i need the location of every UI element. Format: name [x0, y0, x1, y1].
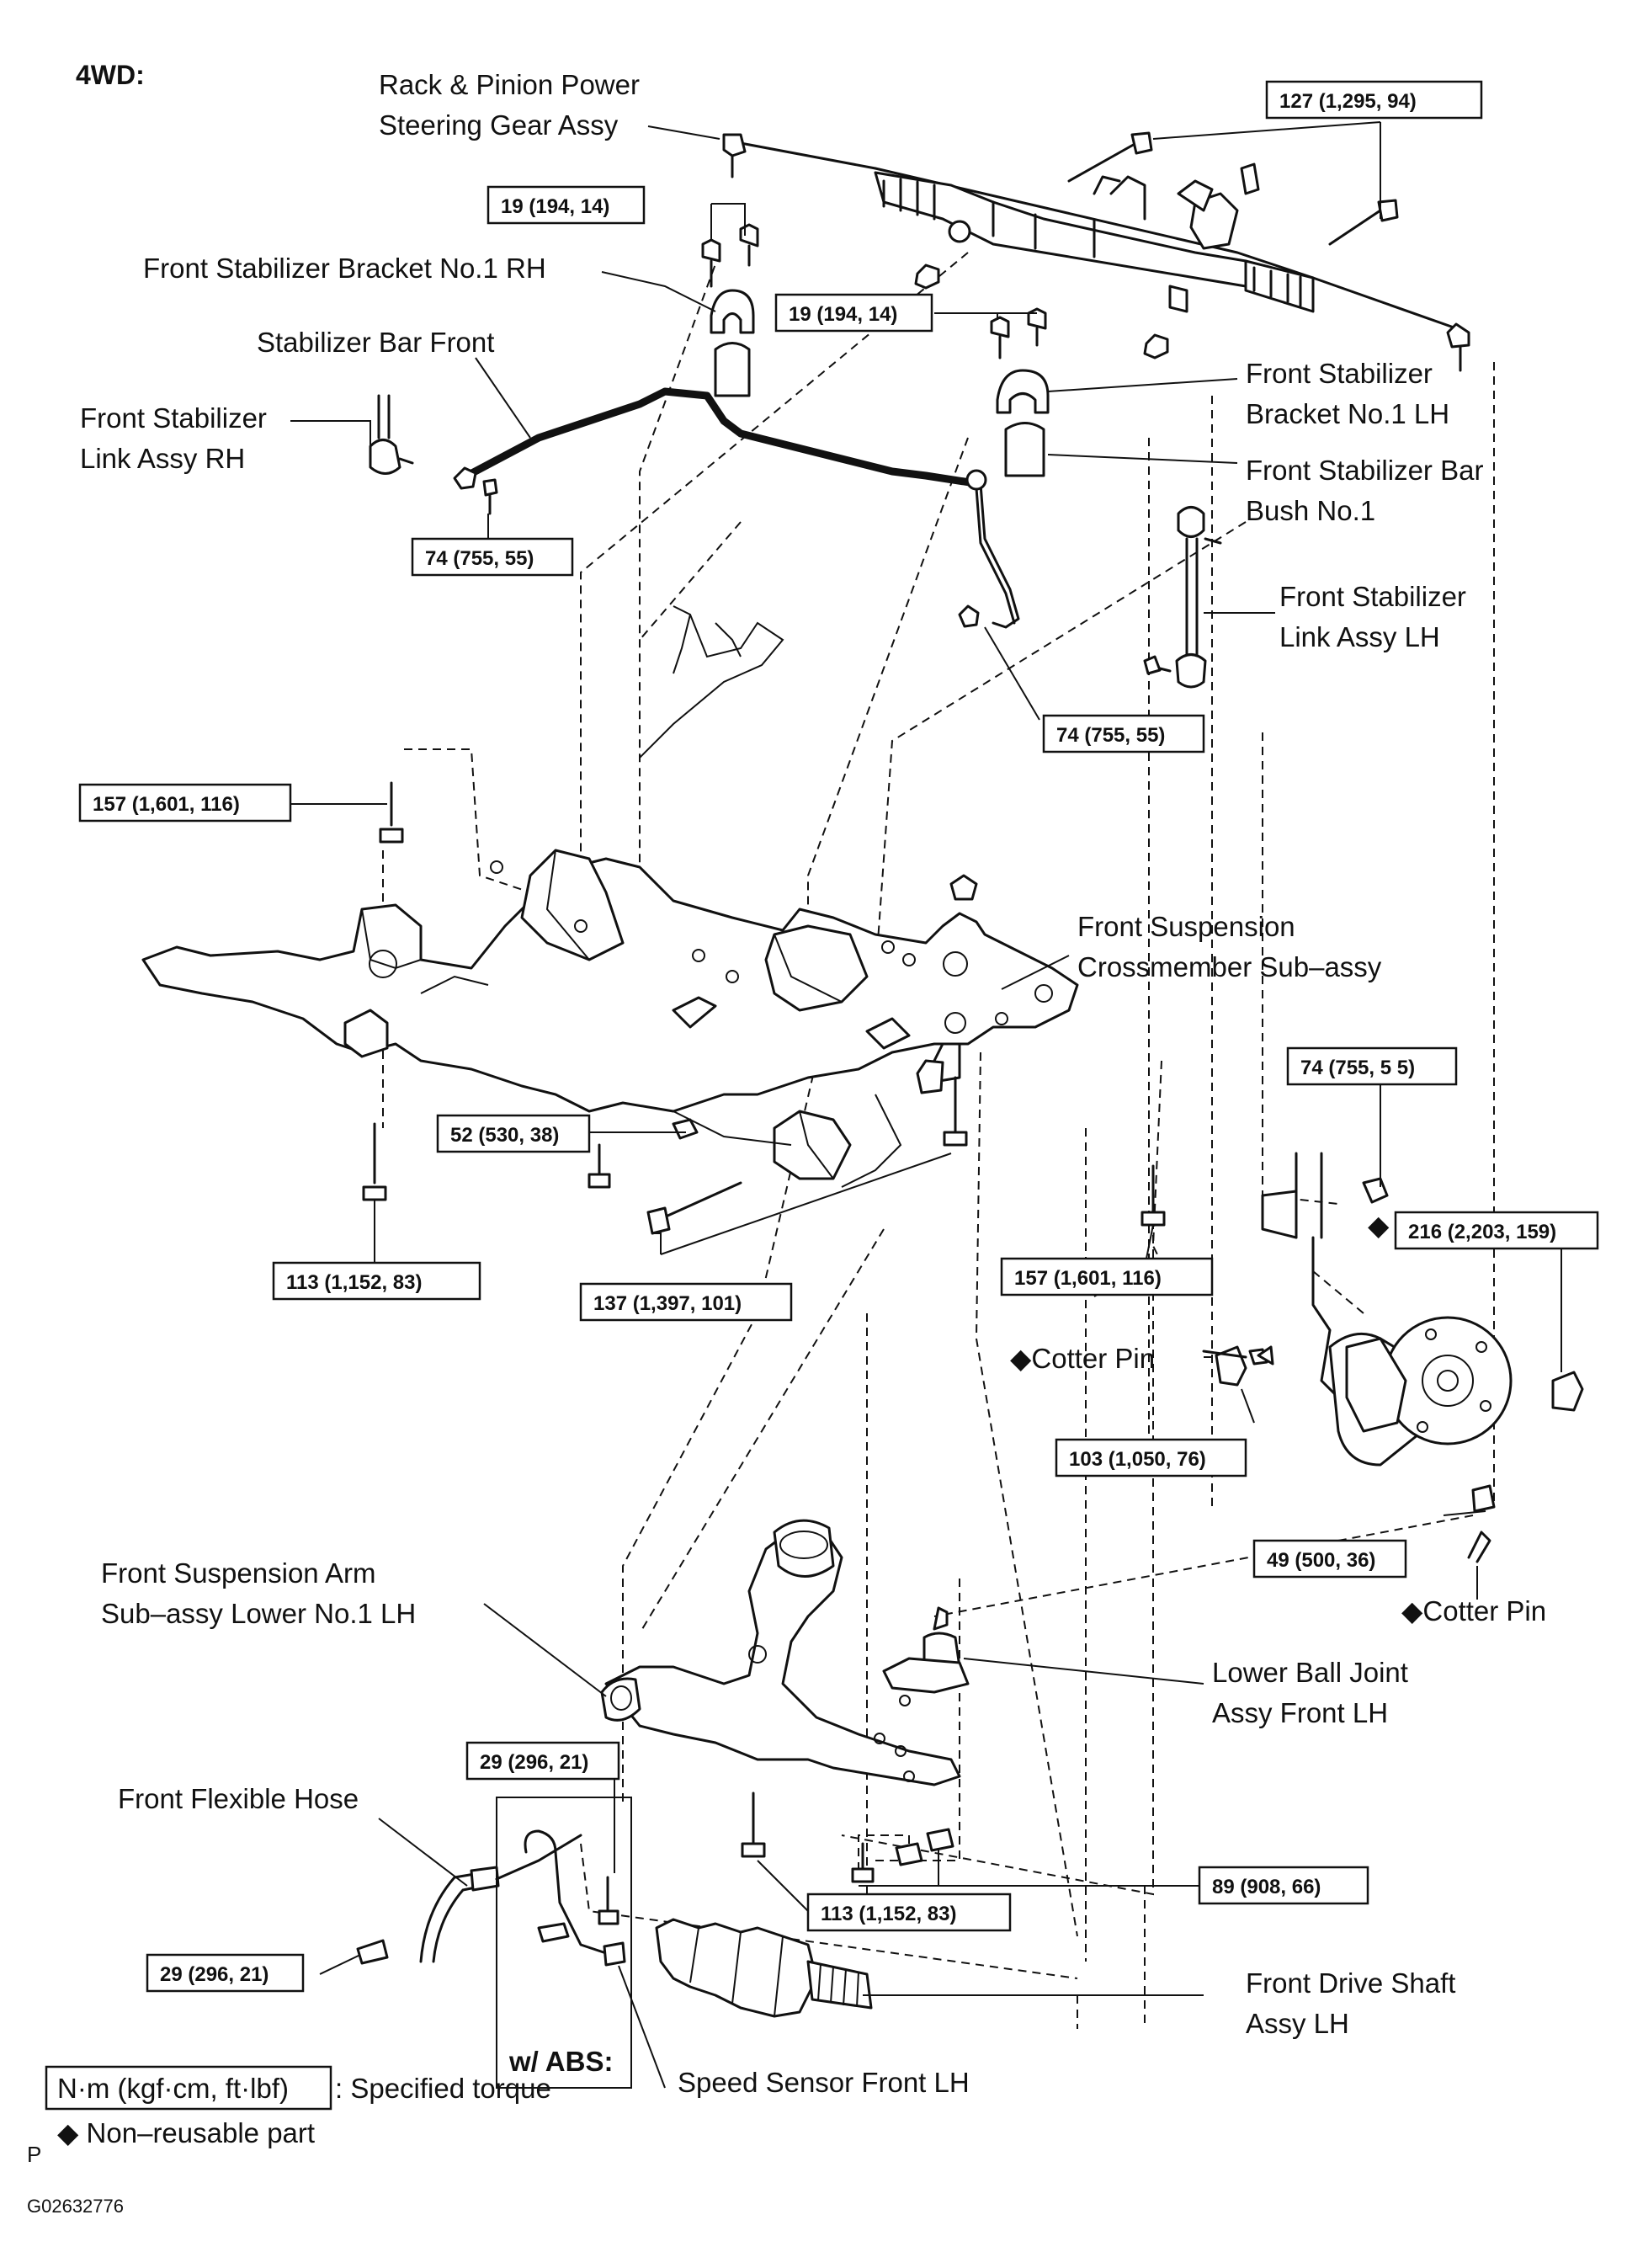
torque-spec-19b: 19 (194, 14)	[774, 293, 933, 333]
legend: N·m (kgf·cm, ft·lbf) : Specified torque …	[45, 2065, 551, 2148]
label-bracket-lh-line1: Front Stabilizer	[1246, 358, 1433, 389]
svg-text:29 (296, 21): 29 (296, 21)	[480, 1751, 588, 1774]
label-speed-sensor: Speed Sensor Front LH	[678, 2067, 970, 2098]
footer-code: G02632776	[27, 2196, 124, 2217]
svg-text:216 (2,203, 159): 216 (2,203, 159)	[1408, 1221, 1556, 1243]
torque-spec-29a: 29 (296, 21)	[465, 1741, 620, 1781]
svg-text:49 (500, 36): 49 (500, 36)	[1267, 1549, 1375, 1572]
torque-spec-127: 127 (1,295, 94)	[1265, 80, 1483, 120]
stabilizer-link-rh	[369, 394, 498, 515]
svg-text:52 (530, 38): 52 (530, 38)	[450, 1124, 559, 1147]
torque-spec-29b: 29 (296, 21)	[146, 1953, 305, 1993]
rack-and-pinion-gear	[722, 133, 1470, 372]
footer-p: P	[27, 2142, 41, 2167]
svg-text:113 (1,152, 83): 113 (1,152, 83)	[821, 1903, 956, 1925]
section-title: 4WD:	[76, 60, 145, 90]
leader-lines	[290, 121, 1562, 2089]
crossmember	[141, 849, 1079, 1188]
label-link-rh-line2: Link Assy RH	[80, 443, 245, 474]
ball-joint	[882, 1606, 970, 1706]
torque-spec-113a: 113 (1,152, 83)	[272, 1261, 481, 1301]
torque-spec-49: 49 (500, 36)	[1252, 1539, 1407, 1579]
label-abs: w/ ABS:	[508, 2046, 613, 2077]
svg-text:157 (1,601, 116): 157 (1,601, 116)	[1014, 1267, 1162, 1290]
svg-text:74 (755, 55): 74 (755, 55)	[1056, 724, 1165, 747]
lower-arm-bolts	[741, 1792, 954, 1883]
torque-spec-74b: 74 (755, 55)	[1042, 714, 1205, 753]
drive-shaft	[655, 1918, 873, 2018]
svg-text:29 (296, 21): 29 (296, 21)	[160, 1963, 269, 1986]
label-drive-shaft-line2: Assy LH	[1246, 2008, 1349, 2039]
svg-text:137 (1,397, 101): 137 (1,397, 101)	[593, 1292, 742, 1315]
label-lower-arm-line1: Front Suspension Arm	[101, 1557, 376, 1589]
svg-text:74 (755, 55): 74 (755, 55)	[425, 547, 534, 570]
torque-spec-52: 52 (530, 38)	[436, 1114, 591, 1153]
body-mount-bracket	[639, 605, 784, 759]
label-lower-arm-line2: Sub–assy Lower No.1 LH	[101, 1598, 416, 1629]
label-stabilizer-bar: Stabilizer Bar Front	[257, 327, 494, 358]
label-bush-line1: Front Stabilizer Bar	[1246, 455, 1483, 486]
svg-text:113 (1,152, 83): 113 (1,152, 83)	[286, 1271, 422, 1294]
nonreusable-mark-216: ◆	[1368, 1210, 1390, 1241]
label-bracket-rh: Front Stabilizer Bracket No.1 RH	[143, 253, 546, 284]
label-link-rh-line1: Front Stabilizer	[80, 402, 267, 434]
flex-hose-and-sensor	[356, 1797, 632, 2089]
label-cotter-pin-upper: ◆Cotter Pin	[1010, 1343, 1155, 1374]
svg-text:74 (755, 5 5): 74 (755, 5 5)	[1300, 1057, 1415, 1079]
legend-unit-text: : Specified torque	[335, 2073, 551, 2104]
label-bracket-lh-line2: Bracket No.1 LH	[1246, 398, 1449, 429]
legend-nonreusable: ◆ Non–reusable part	[57, 2117, 315, 2148]
torque-spec-74a: 74 (755, 55)	[411, 537, 574, 577]
torque-spec-19a: 19 (194, 14)	[487, 185, 646, 225]
torque-spec-157a: 157 (1,601, 116)	[78, 783, 292, 823]
label-ball-joint-line1: Lower Ball Joint	[1212, 1657, 1408, 1688]
knuckle-assembly	[1202, 1152, 1584, 1563]
label-crossmember-line2: Crossmember Sub–assy	[1077, 951, 1382, 982]
label-drive-shaft-line1: Front Drive Shaft	[1246, 1967, 1455, 1999]
label-flex-hose: Front Flexible Hose	[118, 1783, 359, 1814]
crossmember-bolts	[362, 781, 1166, 1235]
torque-spec-74c: 74 (755, 5 5)	[1286, 1046, 1458, 1086]
legend-unit-box: N·m (kgf·cm, ft·lbf)	[57, 2073, 289, 2104]
torque-spec-216: ◆ 216 (2,203, 159)	[1368, 1210, 1599, 1250]
torque-spec-157b: 157 (1,601, 116)	[1000, 1257, 1214, 1296]
label-rack-line2: Steering Gear Assy	[379, 109, 619, 141]
rack-bolts	[914, 131, 1399, 359]
label-ball-joint-line2: Assy Front LH	[1212, 1697, 1388, 1728]
svg-text:19 (194, 14): 19 (194, 14)	[789, 303, 897, 326]
bracket-rh-parts	[701, 223, 759, 397]
torque-spec-113b: 113 (1,152, 83)	[806, 1893, 1012, 1932]
label-link-lh-line2: Link Assy LH	[1279, 621, 1440, 652]
torque-spec-137: 137 (1,397, 101)	[579, 1282, 793, 1322]
label-bush-line2: Bush No.1	[1246, 495, 1375, 526]
torque-spec-89: 89 (908, 66)	[1198, 1866, 1369, 1905]
bracket-lh-parts	[990, 307, 1050, 477]
stabilizer-bar	[453, 387, 1020, 629]
label-rack-line1: Rack & Pinion Power	[379, 69, 640, 100]
stabilizer-link-lh	[1143, 506, 1222, 689]
label-link-lh-line1: Front Stabilizer	[1279, 581, 1466, 612]
lower-arm	[600, 1519, 961, 1786]
label-crossmember-line1: Front Suspension	[1077, 911, 1295, 942]
svg-text:89 (908, 66): 89 (908, 66)	[1212, 1876, 1321, 1898]
svg-text:157 (1,601, 116): 157 (1,601, 116)	[93, 793, 240, 816]
svg-text:103 (1,050, 76): 103 (1,050, 76)	[1069, 1448, 1206, 1471]
svg-text:19 (194, 14): 19 (194, 14)	[501, 195, 609, 218]
torque-spec-103: 103 (1,050, 76)	[1055, 1438, 1247, 1477]
label-cotter-pin-lower: ◆Cotter Pin	[1401, 1595, 1546, 1626]
svg-text:127 (1,295, 94): 127 (1,295, 94)	[1279, 90, 1417, 113]
